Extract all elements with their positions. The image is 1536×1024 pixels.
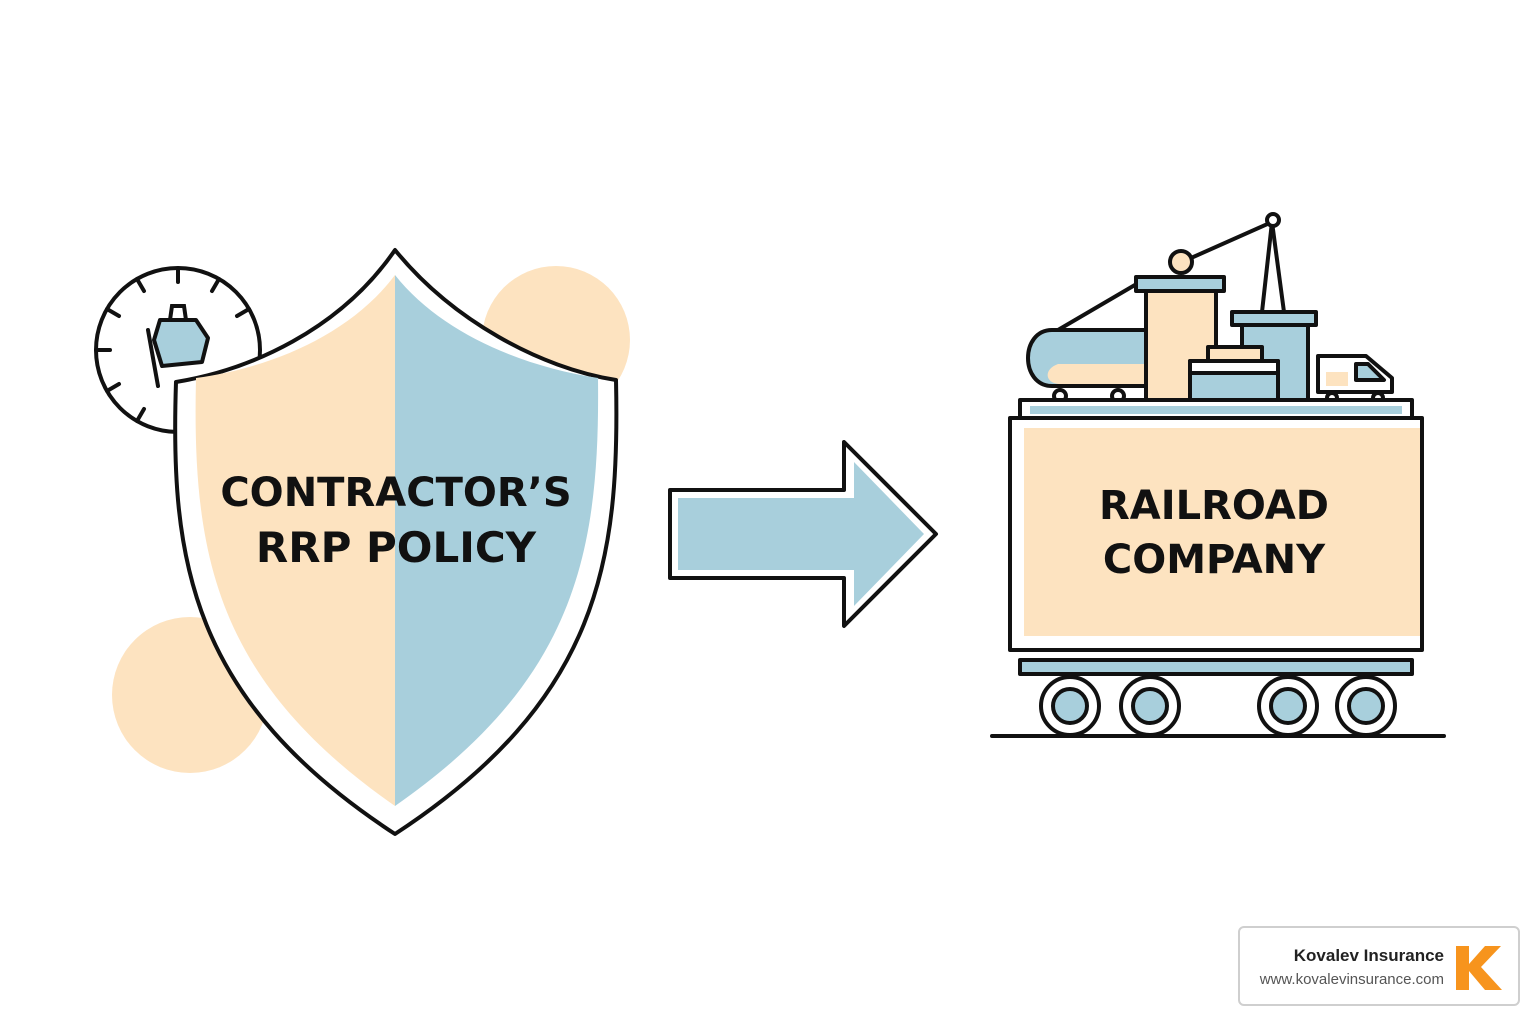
brand-url[interactable]: www.kovalevinsurance.com: [1259, 971, 1444, 988]
shield-label-line1: CONTRACTOR’S: [220, 470, 571, 516]
shield-label-line2: RRP POLICY: [256, 523, 537, 572]
railcar-label-line1: RAILROAD: [1099, 483, 1329, 529]
railcar-wheel: [1335, 675, 1397, 737]
railcar-wheel: [1119, 675, 1181, 737]
railcar-label-line2: COMPANY: [1103, 537, 1326, 583]
tanker-icon: [1026, 328, 1150, 404]
truck-icon: [1316, 354, 1394, 405]
cargo-containers: [1134, 275, 1318, 403]
crane-icon: [1056, 212, 1286, 332]
logo-k-icon: [1456, 946, 1502, 990]
brand-name: Kovalev Insurance: [1293, 946, 1444, 965]
railcar-wheel: [1257, 675, 1319, 737]
brand-badge[interactable]: Kovalev Insurance www.kovalevinsurance.c…: [1238, 926, 1520, 1006]
arrow-right-icon: [668, 440, 938, 628]
railcar-wheel: [1039, 675, 1101, 737]
railcar-icon: [990, 398, 1446, 738]
shield-icon: CONTRACTOR’S RRP POLICY: [173, 248, 619, 836]
